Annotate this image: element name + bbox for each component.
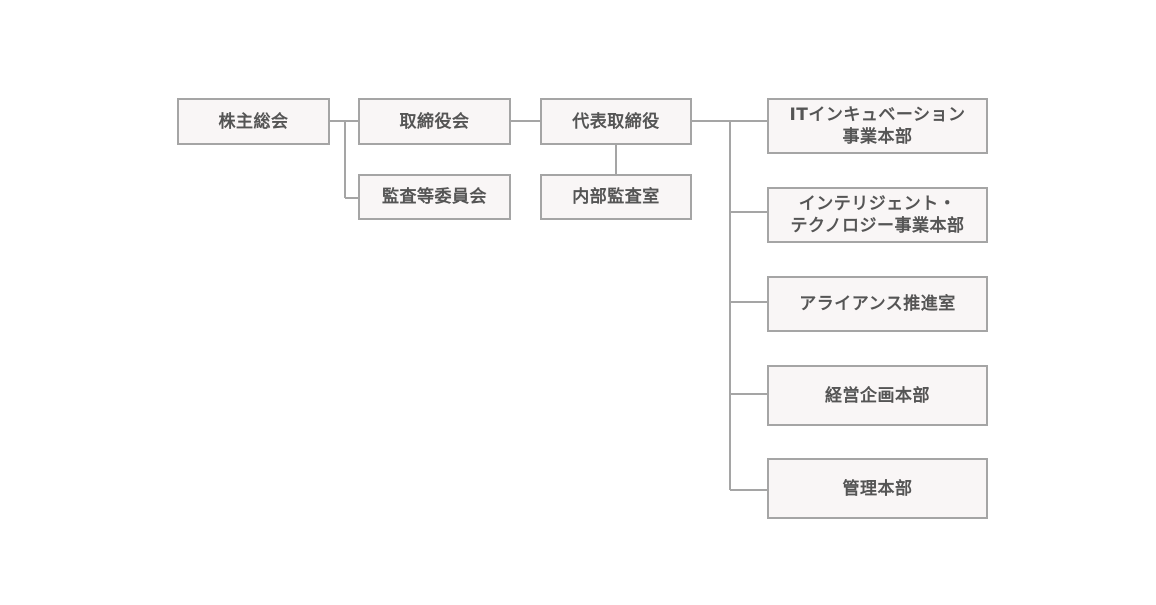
node-label: 代表取締役	[572, 111, 660, 132]
node-label-line1: ITインキュベーション	[789, 105, 966, 125]
node-label: 管理本部	[842, 478, 913, 499]
node-label: 株主総会	[218, 111, 289, 132]
node-label-line1: インテリジェント・	[798, 194, 957, 214]
node-intelligent-technology-division: インテリジェント・ テクノロジー事業本部	[767, 187, 988, 243]
node-label: 監査等委員会	[382, 187, 487, 207]
node-corporate-planning-division: 経営企画本部	[767, 365, 988, 426]
node-alliance-promotion-office: アライアンス推進室	[767, 276, 988, 332]
node-label-group: ITインキュベーション 事業本部	[789, 104, 965, 148]
node-shareholders-meeting: 株主総会	[177, 98, 330, 145]
node-representative-director: 代表取締役	[540, 98, 692, 145]
node-board-of-directors: 取締役会	[358, 98, 511, 145]
node-administration-division: 管理本部	[767, 458, 988, 519]
node-label: 内部監査室	[572, 187, 660, 207]
node-internal-audit-office: 内部監査室	[540, 174, 692, 220]
node-label-line2: テクノロジー事業本部	[790, 216, 965, 236]
node-label: アライアンス推進室	[799, 294, 956, 314]
node-it-incubation-division: ITインキュベーション 事業本部	[767, 98, 988, 154]
node-label-line2: 事業本部	[842, 127, 913, 147]
node-audit-committee: 監査等委員会	[358, 174, 511, 220]
node-label: 経営企画本部	[825, 385, 930, 406]
node-label: 取締役会	[399, 111, 470, 132]
node-label-group: インテリジェント・ テクノロジー事業本部	[791, 193, 965, 237]
